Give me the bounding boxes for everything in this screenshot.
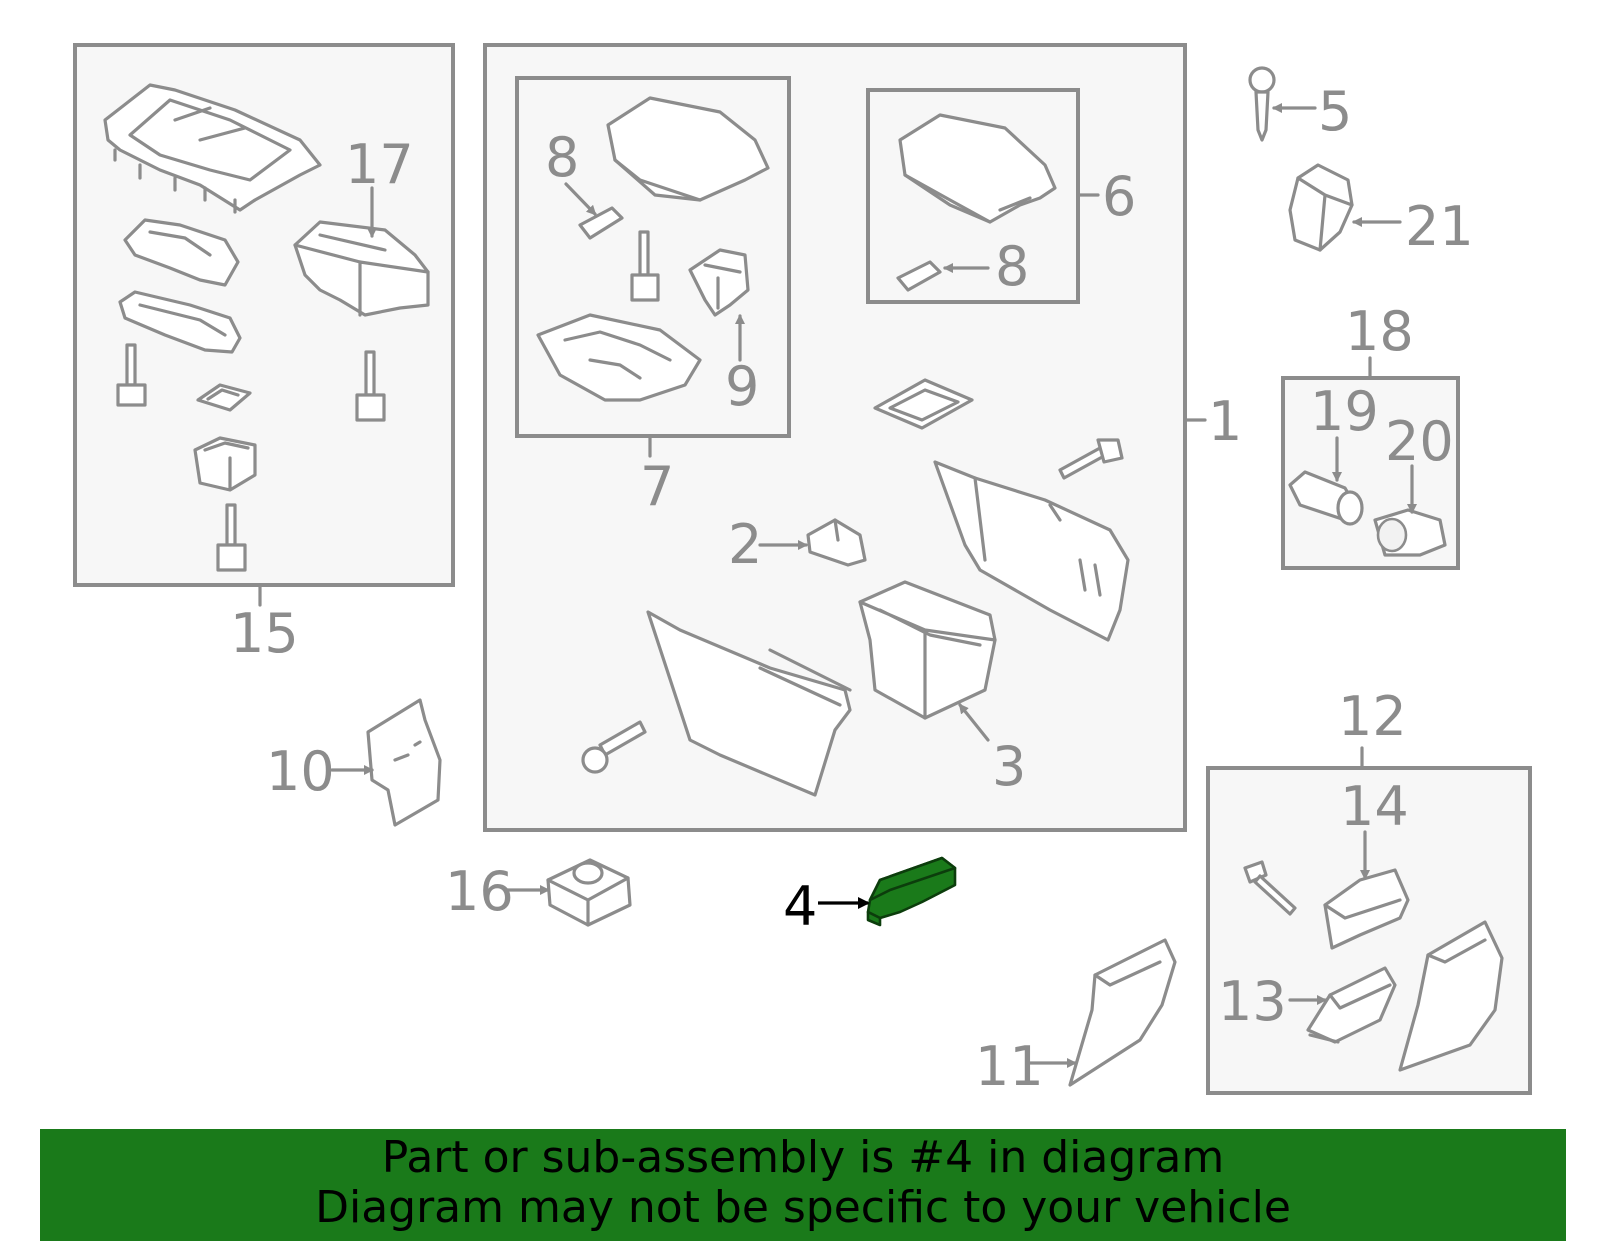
info-banner: Part or sub-assembly is #4 in diagram Di… [40,1129,1566,1241]
callout-21: 21 [1405,195,1474,258]
bracket-2 [806,518,867,567]
cup-insert-15 [193,436,257,492]
callout-2: 2 [728,513,762,576]
part-5-screw [1248,66,1276,142]
part-11-panel [1068,938,1177,1087]
callout-16: 16 [445,860,514,923]
callout-13: 13 [1218,970,1287,1033]
shift-trim-upper [123,218,240,287]
callout-19: 19 [1310,380,1379,443]
part-19-socket [1288,470,1364,526]
arrow-8a [564,182,597,216]
callout-1: 1 [1208,390,1242,453]
storage-bin-3 [858,580,997,720]
callout-17: 17 [345,133,414,196]
side-panel-left-1 [646,610,852,797]
callout-18: 18 [1345,300,1414,363]
screw-1 [581,720,647,774]
callout-6: 6 [1102,165,1136,228]
shifter-bezel [103,83,322,214]
part-21-switch [1288,163,1354,252]
armrest-lid-7 [606,96,770,202]
part-17-shifter-housing [293,220,430,317]
pin-8a [578,206,624,240]
callout-20: 20 [1385,410,1454,473]
bolt-15c [355,350,386,422]
part-13-switch [1306,966,1397,1044]
callout-7: 7 [640,455,674,518]
clip-15 [196,383,252,412]
part-10-bracket [366,698,442,827]
callout-11: 11 [975,1035,1044,1098]
part-20-bezel [1373,508,1447,557]
bolt-1 [1058,438,1124,480]
bolt-12 [1243,860,1297,916]
callout-10: 10 [266,740,335,803]
callout-9: 9 [725,355,759,418]
hinge-latch-9 [688,248,750,317]
pin-8b [896,260,942,292]
pad-1 [873,378,974,430]
callout-8b: 8 [995,235,1029,298]
arrow-3 [958,703,990,742]
banner-line-1: Part or sub-assembly is #4 in diagram [381,1132,1225,1183]
part-12-panel [1398,920,1504,1072]
callout-12: 12 [1338,685,1407,748]
callout-4: 4 [783,875,817,938]
callout-3: 3 [992,735,1026,798]
armrest-lid-6 [898,113,1057,224]
shift-trim-lower [118,290,242,354]
callout-8a: 8 [545,126,579,189]
side-panel-1 [933,460,1130,642]
callout-5: 5 [1318,80,1352,143]
callout-15: 15 [230,602,299,665]
part-4-highlighted [866,856,957,927]
callout-14: 14 [1340,775,1409,838]
bolt-15b [216,503,247,572]
bolt-7 [630,230,660,302]
hinge-base-7 [536,313,702,402]
banner-line-2: Diagram may not be specific to your vehi… [315,1182,1291,1233]
part-16-knob [546,858,632,927]
bolt-15a [116,343,147,407]
